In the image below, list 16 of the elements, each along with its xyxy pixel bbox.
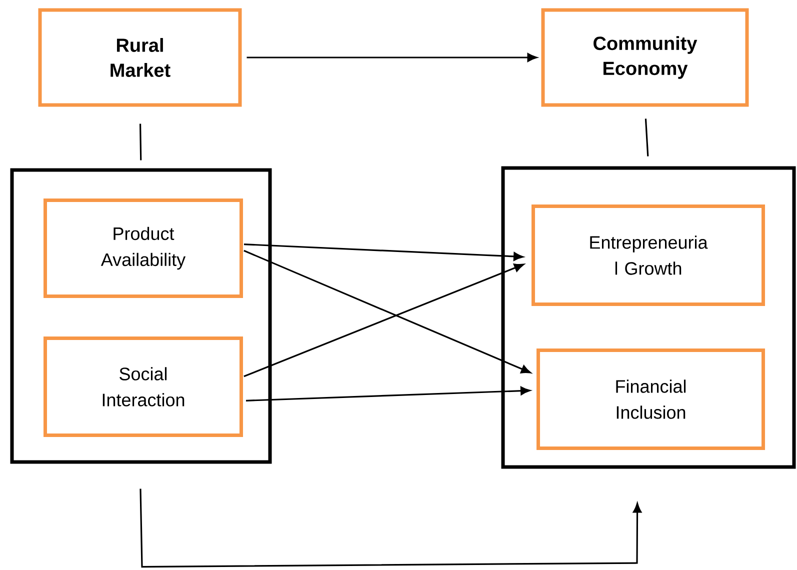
concept-box: Product Availability [44,198,243,298]
arrow [246,53,538,62]
arrow [244,250,531,374]
group-box [501,166,796,469]
concept-box: Financial Inclusion [536,348,766,450]
concept-box: Social Interaction [44,336,243,437]
group-box [10,168,272,464]
concept-box: Community Economy [541,8,749,107]
arrow [246,386,530,402]
concept-box: Entrepreneuria l Growth [532,204,766,306]
connector-line [139,124,142,160]
arrow [244,244,524,261]
arrow [140,488,642,568]
concept-box: Rural Market [38,8,242,107]
arrow [244,264,524,378]
connector-line [644,118,649,156]
